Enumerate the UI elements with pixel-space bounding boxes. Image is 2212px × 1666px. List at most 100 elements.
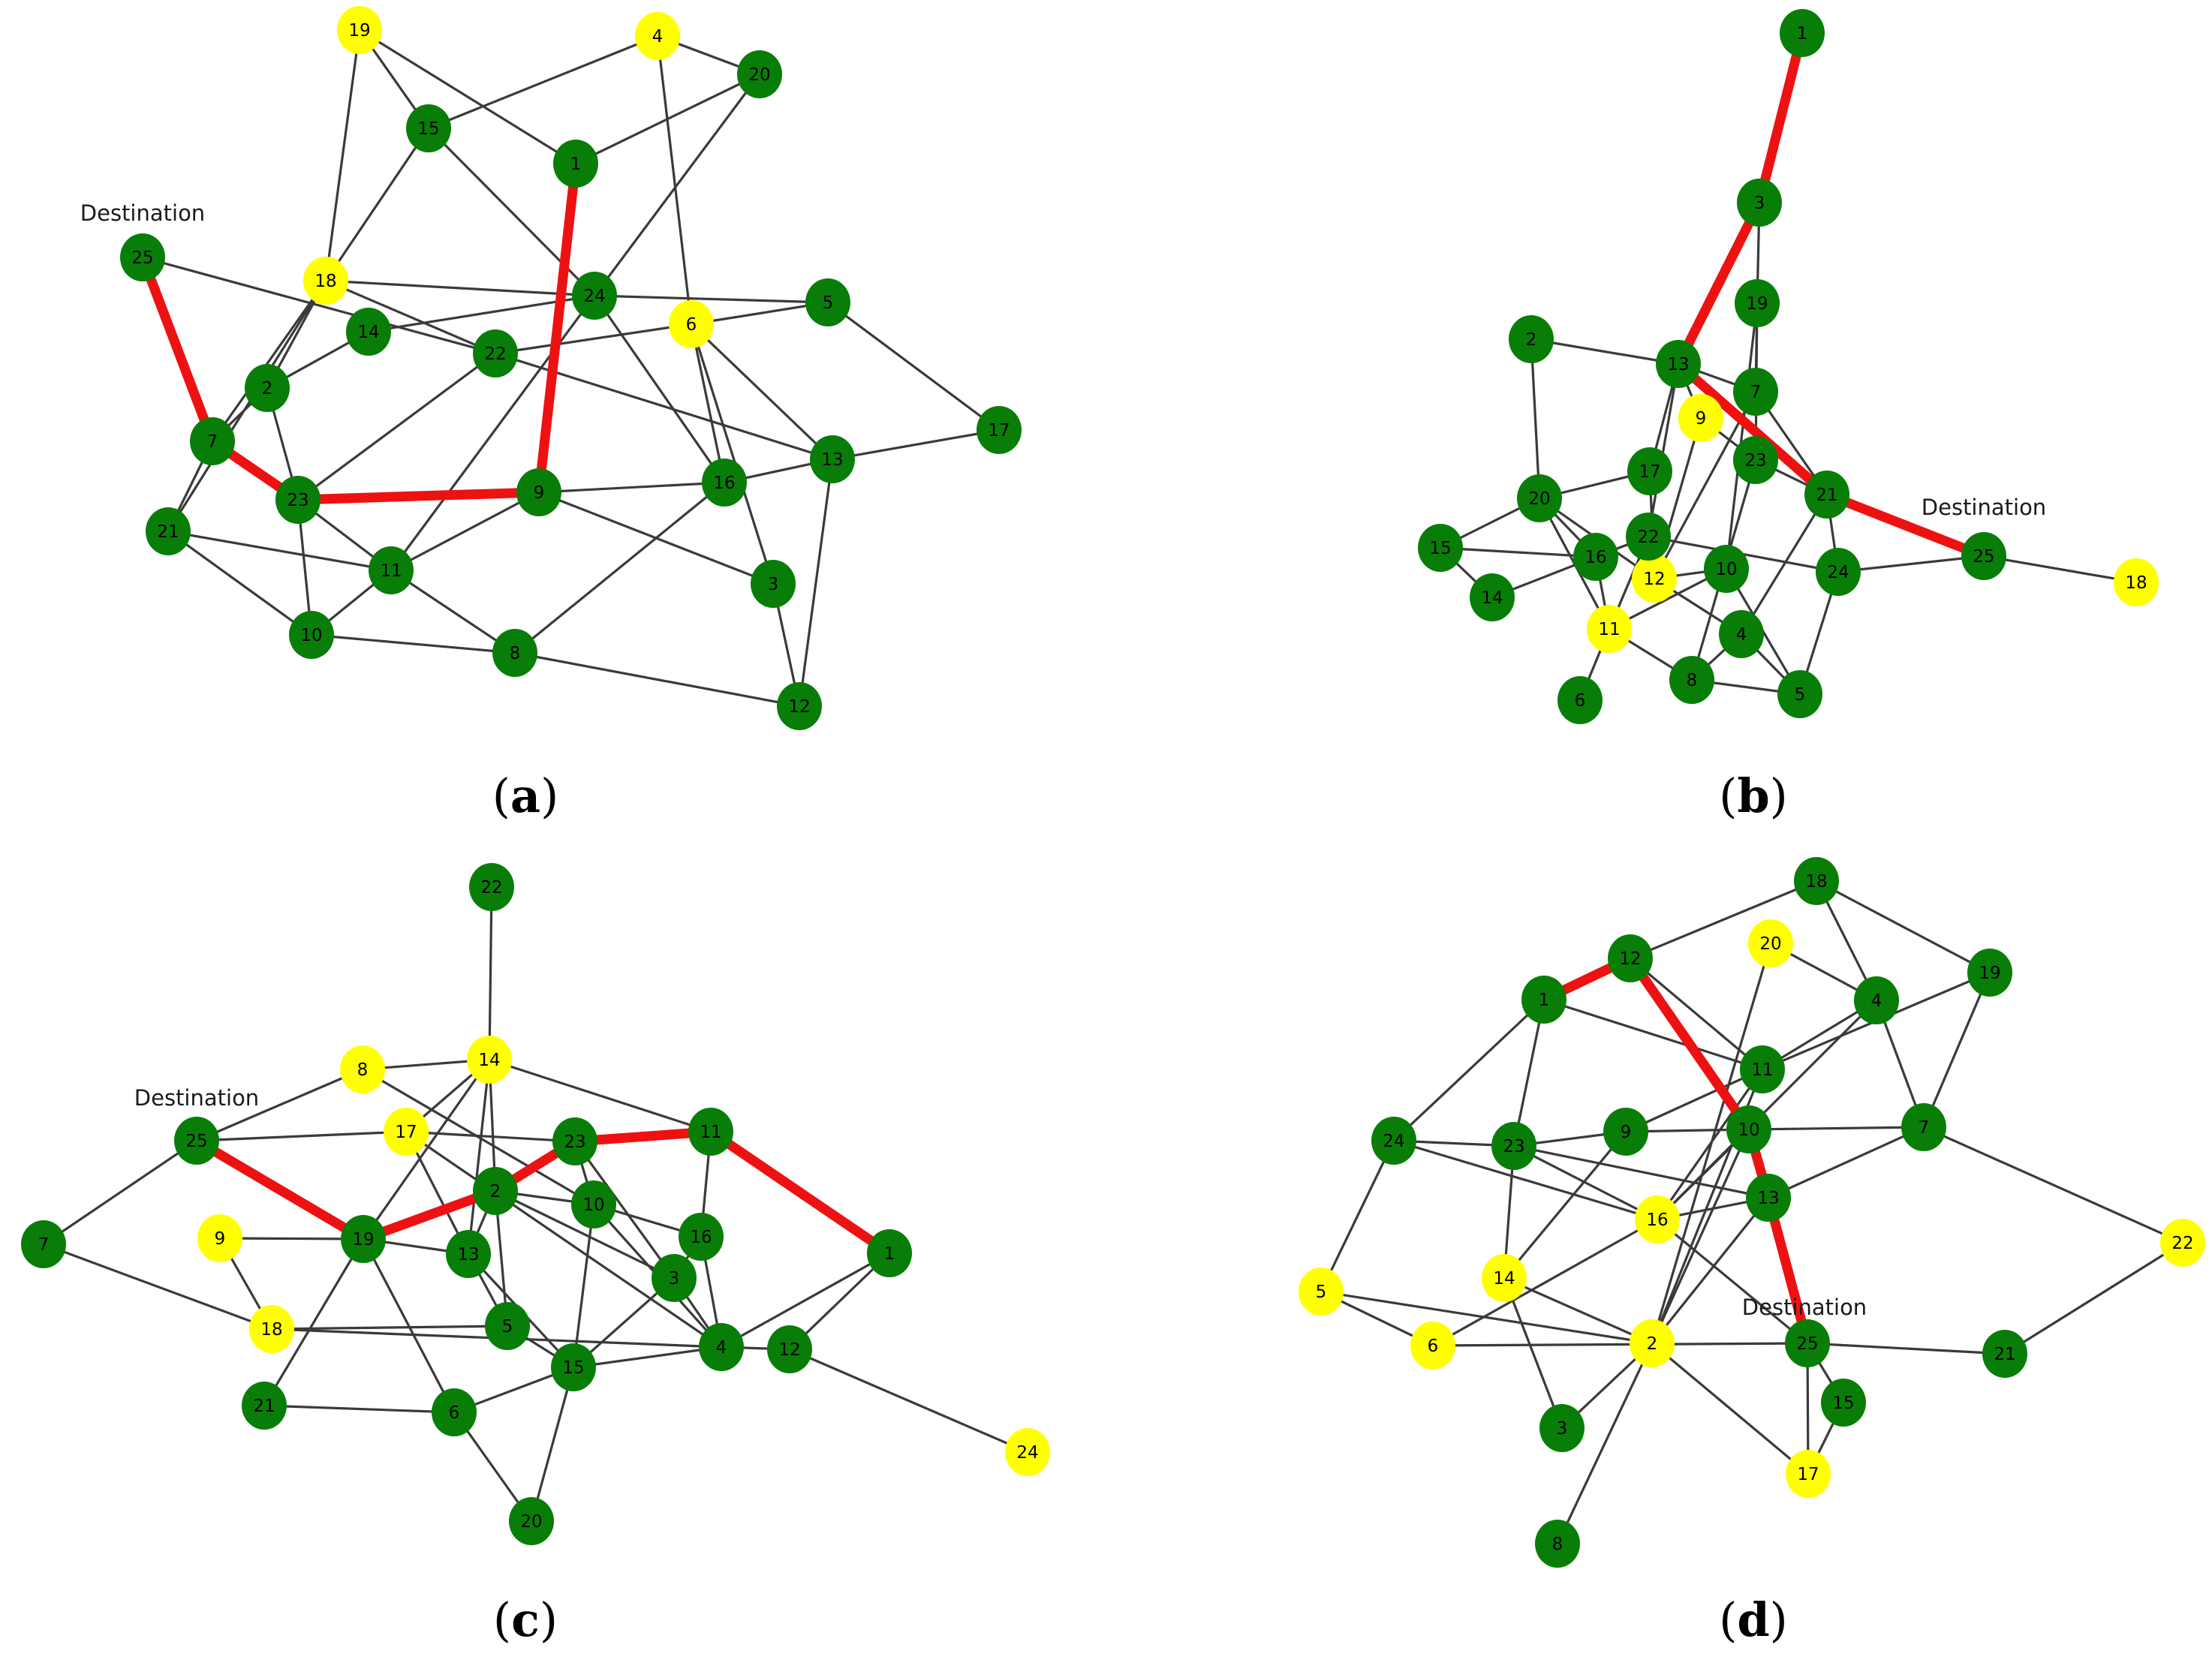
edge-4-6 — [656, 35, 693, 325]
edge-2-20 — [1530, 338, 1541, 499]
node-17-circle — [977, 406, 1022, 454]
node-6: 6 — [1410, 1322, 1455, 1370]
edge-1-24 — [1392, 998, 1545, 1142]
edge-25-17 — [196, 1130, 407, 1142]
edge-24-16 — [593, 295, 726, 483]
node-15-circle — [551, 1343, 596, 1391]
node-9-circle — [1678, 394, 1723, 442]
node-16-circle — [679, 1213, 724, 1261]
edge-14-13 — [467, 1059, 491, 1255]
node-8-circle — [492, 629, 537, 677]
node-13: 13 — [1746, 1174, 1791, 1222]
node-1-circle — [867, 1229, 912, 1277]
node-24-circle — [1005, 1428, 1050, 1476]
panel-a-caption-letter: a — [510, 768, 540, 823]
node-20-label: 20 — [1528, 489, 1550, 509]
node-10: 10 — [571, 1180, 616, 1228]
node-6-label: 6 — [449, 1403, 460, 1423]
node-10: 10 — [289, 611, 334, 659]
node-17-circle — [1786, 1450, 1831, 1498]
node-14-circle — [1470, 573, 1515, 621]
edge-13-22 — [1647, 363, 1680, 537]
node-24: 24 — [1005, 1428, 1050, 1476]
node-5-circle — [805, 278, 850, 326]
node-6-label: 6 — [1575, 691, 1586, 711]
node-13-label: 13 — [1757, 1189, 1779, 1208]
node-15-label: 15 — [417, 119, 439, 139]
edge-1-20 — [575, 73, 760, 165]
node-2: 2 — [1630, 1319, 1675, 1367]
node-4: 4 — [635, 12, 680, 60]
edge-19-10 — [1725, 302, 1759, 570]
node-6-circle — [1410, 1322, 1455, 1370]
node-13: 13 — [1656, 340, 1701, 388]
node-2-label: 2 — [1647, 1334, 1658, 1354]
node-21-label: 21 — [253, 1397, 275, 1416]
node-1: 1 — [553, 140, 598, 188]
edge-22-6 — [495, 323, 692, 355]
node-25-circle — [174, 1117, 219, 1165]
node-24-label: 24 — [1827, 563, 1849, 582]
panel-d-caption-letter: d — [1737, 1592, 1769, 1647]
edge-2-17 — [1651, 1342, 1810, 1475]
node-23: 23 — [1733, 436, 1778, 484]
node-8-circle — [1535, 1520, 1580, 1568]
edge-16-6 — [1432, 1218, 1658, 1347]
node-20: 20 — [1748, 919, 1793, 967]
node-5-label: 5 — [502, 1317, 513, 1337]
node-14-circle — [346, 308, 391, 356]
panel-c-caption: (c) — [493, 1592, 558, 1647]
node-10-label: 10 — [300, 626, 322, 645]
node-9-label: 9 — [534, 483, 545, 503]
node-11-label: 11 — [1751, 1060, 1773, 1080]
edge-18-7 — [211, 280, 327, 442]
node-18-circle — [2114, 558, 2159, 606]
node-20-circle — [509, 1497, 554, 1545]
node-2-circle — [1630, 1319, 1675, 1367]
node-9: 9 — [1678, 394, 1723, 442]
node-8: 8 — [492, 629, 537, 677]
node-10-label: 10 — [582, 1195, 604, 1215]
node-25-label: 25 — [1796, 1334, 1818, 1354]
panel-d-edges — [1320, 880, 2183, 1544]
edge-19-21 — [263, 1238, 365, 1406]
node-8-label: 8 — [510, 644, 521, 663]
node-18: 18 — [2114, 558, 2159, 606]
node-10: 10 — [1704, 545, 1749, 593]
node-7-label: 7 — [38, 1235, 50, 1255]
node-12-circle — [777, 682, 822, 730]
edge-24-5 — [1320, 1140, 1395, 1292]
node-14: 14 — [1470, 573, 1515, 621]
panel-d-destination-label: Destination — [1742, 1295, 1867, 1320]
node-23-label: 23 — [1744, 451, 1766, 471]
edge-14-2 — [1503, 1277, 1653, 1345]
route-edge-23-11 — [570, 1126, 716, 1147]
node-23-circle — [552, 1117, 597, 1165]
node-22: 22 — [2160, 1219, 2205, 1267]
edge-14-3 — [1503, 1277, 1563, 1429]
node-13-circle — [1656, 340, 1701, 388]
node-5-circle — [1299, 1268, 1344, 1316]
node-17-label: 17 — [1639, 462, 1660, 482]
node-17: 17 — [384, 1108, 429, 1156]
edge-24-25 — [1837, 555, 1985, 573]
node-18-label: 18 — [2125, 573, 2147, 593]
node-14-label: 14 — [357, 323, 379, 342]
node-12-label: 12 — [788, 697, 810, 717]
node-2-circle — [473, 1167, 518, 1215]
node-2: 2 — [245, 364, 290, 412]
node-24-label: 24 — [1383, 1132, 1404, 1151]
route-edge-23-9 — [293, 487, 544, 505]
node-23-label: 23 — [564, 1132, 585, 1152]
node-4: 4 — [1854, 976, 1899, 1024]
node-13-label: 13 — [821, 450, 843, 470]
edge-23-16 — [1513, 1144, 1658, 1221]
node-1-label: 1 — [1539, 991, 1550, 1010]
node-23-circle — [1733, 436, 1778, 484]
node-12-circle — [767, 1325, 812, 1373]
node-4: 4 — [1719, 610, 1764, 658]
node-17: 17 — [1627, 447, 1672, 495]
node-2: 2 — [473, 1167, 518, 1215]
